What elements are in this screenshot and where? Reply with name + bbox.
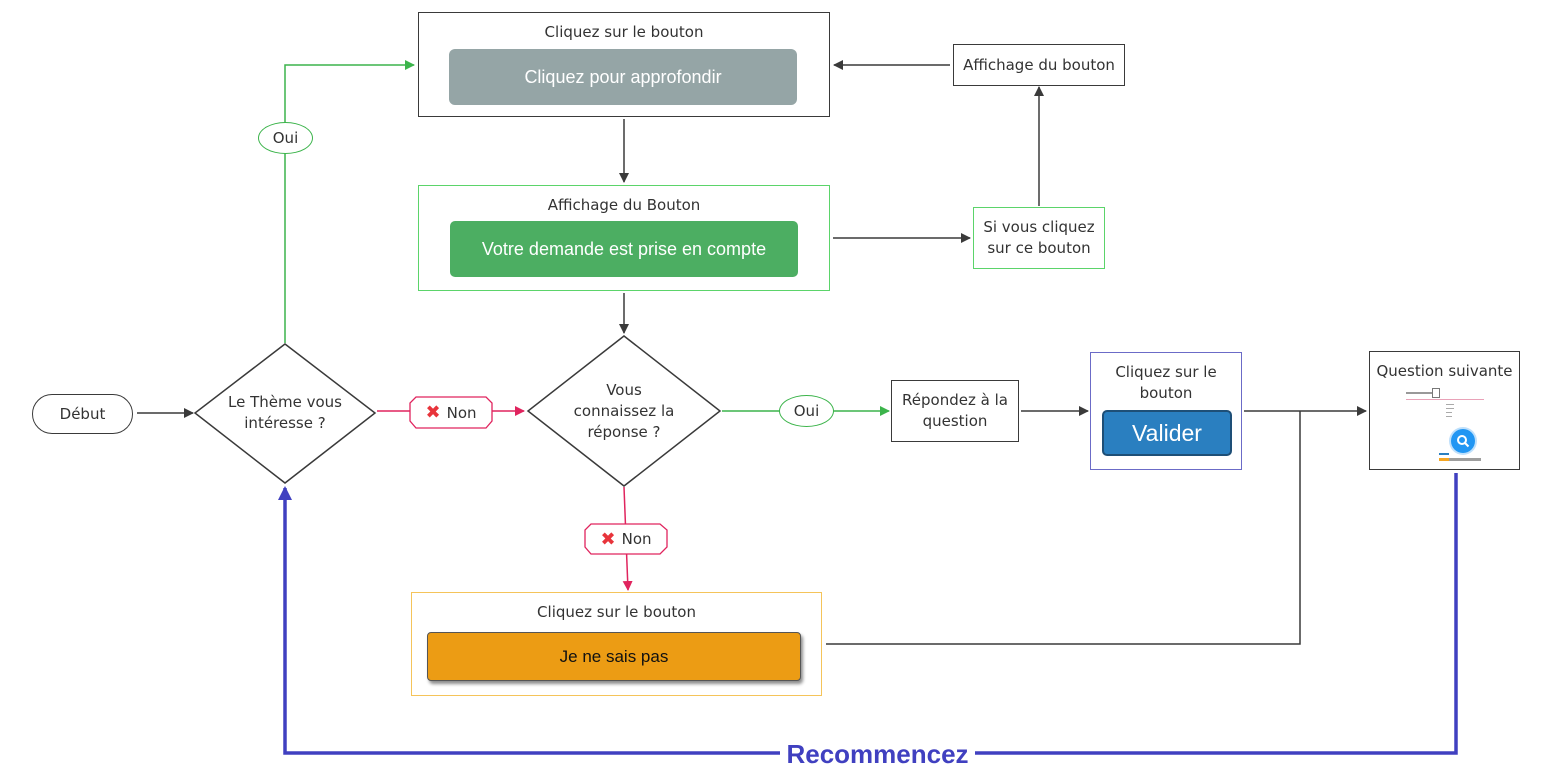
restart-label: Recommencez <box>780 738 975 770</box>
request-accepted-button-label: Votre demande est prise en compte <box>481 238 767 259</box>
answer-label: Répondez à la question <box>902 391 1008 430</box>
yes-label-top: Oui <box>258 122 313 154</box>
arrow-theme-yes <box>284 60 415 343</box>
document-icon <box>1432 388 1440 398</box>
yes-label-right-text: Oui <box>793 402 820 420</box>
thumb-line <box>1446 416 1452 417</box>
if-click-box <box>973 207 1105 269</box>
thumb-divider <box>1406 399 1484 400</box>
arrow-restart <box>975 473 1458 755</box>
yes-label-right: Oui <box>779 395 834 427</box>
next-question-box <box>1369 351 1520 470</box>
validate-button[interactable]: Valider <box>1102 410 1232 456</box>
next-question-title: Question suivante <box>1376 362 1513 380</box>
deepen-button[interactable]: Cliquez pour approfondir <box>449 49 797 105</box>
thumb-progress-fill <box>1439 458 1449 461</box>
validate-box-title: Cliquez sur le bouton <box>1115 363 1217 402</box>
close-icon: ✖ <box>600 528 616 550</box>
display-button-label: Affichage du bouton <box>963 55 1115 74</box>
no-label-right-text: Non <box>446 403 477 422</box>
no-label-down-text: Non <box>621 530 652 548</box>
thumb-line <box>1446 404 1454 405</box>
decision-answer-shape <box>526 335 722 487</box>
magnifier-glyph <box>1457 435 1470 448</box>
thumb-line <box>1446 408 1454 409</box>
decision-answer: Vous connaissez la réponse ? <box>568 378 680 444</box>
decision-theme-shape <box>193 343 377 484</box>
non-tag-right-shape <box>409 396 493 429</box>
start-label: Début <box>59 405 106 423</box>
display-box-title: Affichage du Bouton <box>547 196 701 214</box>
deepen-button-label: Cliquez pour approfondir <box>524 66 722 87</box>
thumb-line <box>1406 392 1432 394</box>
no-label-down: ✖ Non <box>585 524 667 554</box>
answer-box <box>891 380 1019 442</box>
arrow-dontknow-to-next <box>826 411 1301 645</box>
no-label-right: ✖ Non <box>410 397 492 428</box>
thumb-line <box>1439 453 1449 455</box>
if-click-label: Si vous cliquez sur ce bouton <box>983 218 1095 257</box>
decision-theme-label: Le Thème vous intéresse ? <box>228 393 342 432</box>
display-button-box <box>953 44 1125 86</box>
start-node: Début <box>32 394 133 434</box>
dont-know-button[interactable]: Je ne sais pas <box>427 632 801 681</box>
validate-button-label: Valider <box>1132 419 1202 446</box>
next-question-thumbnail <box>1404 386 1486 464</box>
thumb-progress <box>1439 458 1481 461</box>
click-box-title: Cliquez sur le bouton <box>544 23 704 41</box>
arrow-restart-end <box>278 486 780 755</box>
thumb-line <box>1446 412 1452 413</box>
non-tag-down-shape <box>584 523 668 555</box>
dont-know-button-label: Je ne sais pas <box>559 646 669 666</box>
decision-theme: Le Thème vous intéresse ? <box>215 383 355 443</box>
request-accepted-button[interactable]: Votre demande est prise en compte <box>450 221 798 277</box>
search-icon[interactable] <box>1451 429 1475 453</box>
yes-label-top-text: Oui <box>272 129 299 147</box>
decision-answer-label: Vous connaissez la réponse ? <box>573 380 675 441</box>
close-icon: ✖ <box>425 402 441 423</box>
dont-know-box-title: Cliquez sur le bouton <box>537 603 696 621</box>
